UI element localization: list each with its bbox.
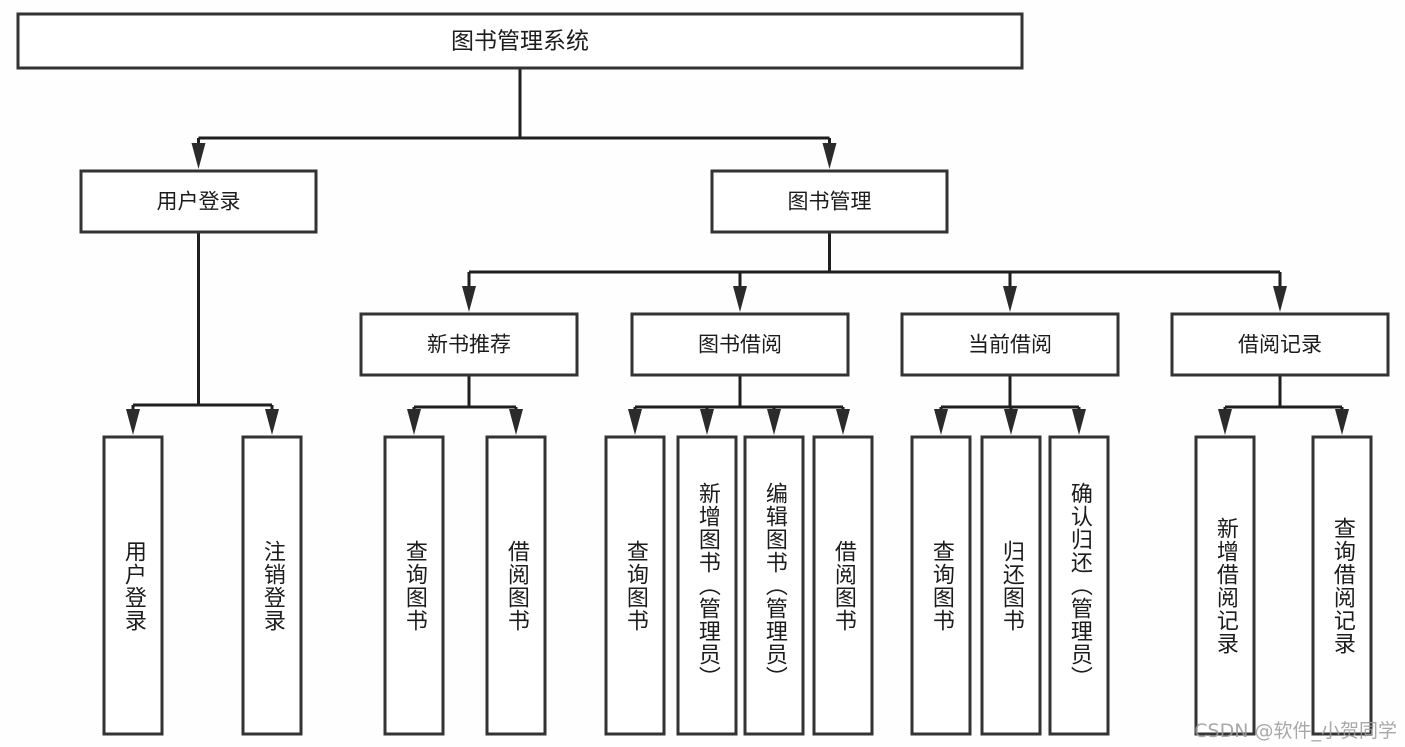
connector-current-to-leaves <box>934 375 1086 435</box>
node-label-current-borrow: 当前借阅 <box>968 333 1052 357</box>
arrow-head-icon <box>836 409 850 435</box>
node-box-user-login[interactable] <box>79 169 318 234</box>
node-box-leaf-add-record[interactable] <box>1194 435 1256 736</box>
node-box-leaf-query-book-current[interactable] <box>910 435 972 736</box>
node-box-book-manage[interactable] <box>710 169 949 234</box>
connector-borrow-to-leaves <box>628 375 850 435</box>
node-box-current-borrow[interactable] <box>900 312 1120 377</box>
arrow-head-icon <box>509 409 523 435</box>
node-label-root: 图书管理系统 <box>451 29 589 55</box>
arrow-head-icon <box>1004 409 1018 435</box>
arrow-head-icon <box>462 286 476 312</box>
node-label-user-login: 用户登录 <box>157 190 241 214</box>
connector-recommend-to-leaves <box>407 375 523 435</box>
arrow-head-icon <box>191 143 206 169</box>
node-box-new-book-recommend[interactable] <box>359 312 579 377</box>
node-box-leaf-query-book-recommend[interactable] <box>383 435 445 736</box>
node-box-leaf-query-book-borrow[interactable] <box>604 435 666 736</box>
node-label-book-borrow: 图书借阅 <box>698 333 782 357</box>
arrow-head-icon <box>733 286 747 312</box>
connector-book-manage-to-level3 <box>462 232 1287 312</box>
arrow-head-icon <box>628 409 642 435</box>
node-box-leaf-add-book[interactable] <box>676 435 738 736</box>
node-box-leaf-borrow-book[interactable] <box>812 435 874 736</box>
node-label-borrow-record: 借阅记录 <box>1238 333 1322 357</box>
node-box-layer <box>16 12 1390 736</box>
arrow-head-icon <box>1072 409 1086 435</box>
arrow-head-icon <box>934 409 948 435</box>
csdn-watermark: CSDN @软件_小贺同学 <box>1194 720 1397 742</box>
node-box-root[interactable] <box>16 12 1024 70</box>
connector-layer <box>126 68 1349 435</box>
arrow-head-icon <box>767 409 781 435</box>
node-label-book-manage: 图书管理 <box>788 190 872 214</box>
node-box-leaf-confirm-return[interactable] <box>1048 435 1110 736</box>
arrow-head-icon <box>700 409 714 435</box>
arrow-head-icon <box>1003 286 1017 312</box>
arrow-head-icon <box>1335 409 1349 435</box>
arrow-head-icon <box>1273 286 1287 312</box>
arrow-head-icon <box>822 143 837 169</box>
connector-root-to-level2 <box>191 68 837 169</box>
arrow-head-icon <box>126 409 140 435</box>
connector-record-to-leaves <box>1218 375 1349 435</box>
node-box-leaf-query-record[interactable] <box>1311 435 1373 736</box>
node-label-new-book-recommend: 新书推荐 <box>427 333 511 357</box>
node-box-leaf-return-book[interactable] <box>980 435 1042 736</box>
arrow-head-icon <box>1218 409 1232 435</box>
arrow-head-icon <box>265 409 279 435</box>
arrow-head-icon <box>407 409 421 435</box>
node-box-leaf-user-login[interactable] <box>102 435 164 736</box>
node-box-leaf-borrow-book-recommend[interactable] <box>485 435 547 736</box>
node-box-leaf-edit-book[interactable] <box>743 435 805 736</box>
node-box-leaf-logout[interactable] <box>241 435 303 736</box>
node-box-borrow-record[interactable] <box>1170 312 1390 377</box>
node-box-book-borrow[interactable] <box>630 312 850 377</box>
connector-user-login-to-leaves <box>126 232 279 435</box>
